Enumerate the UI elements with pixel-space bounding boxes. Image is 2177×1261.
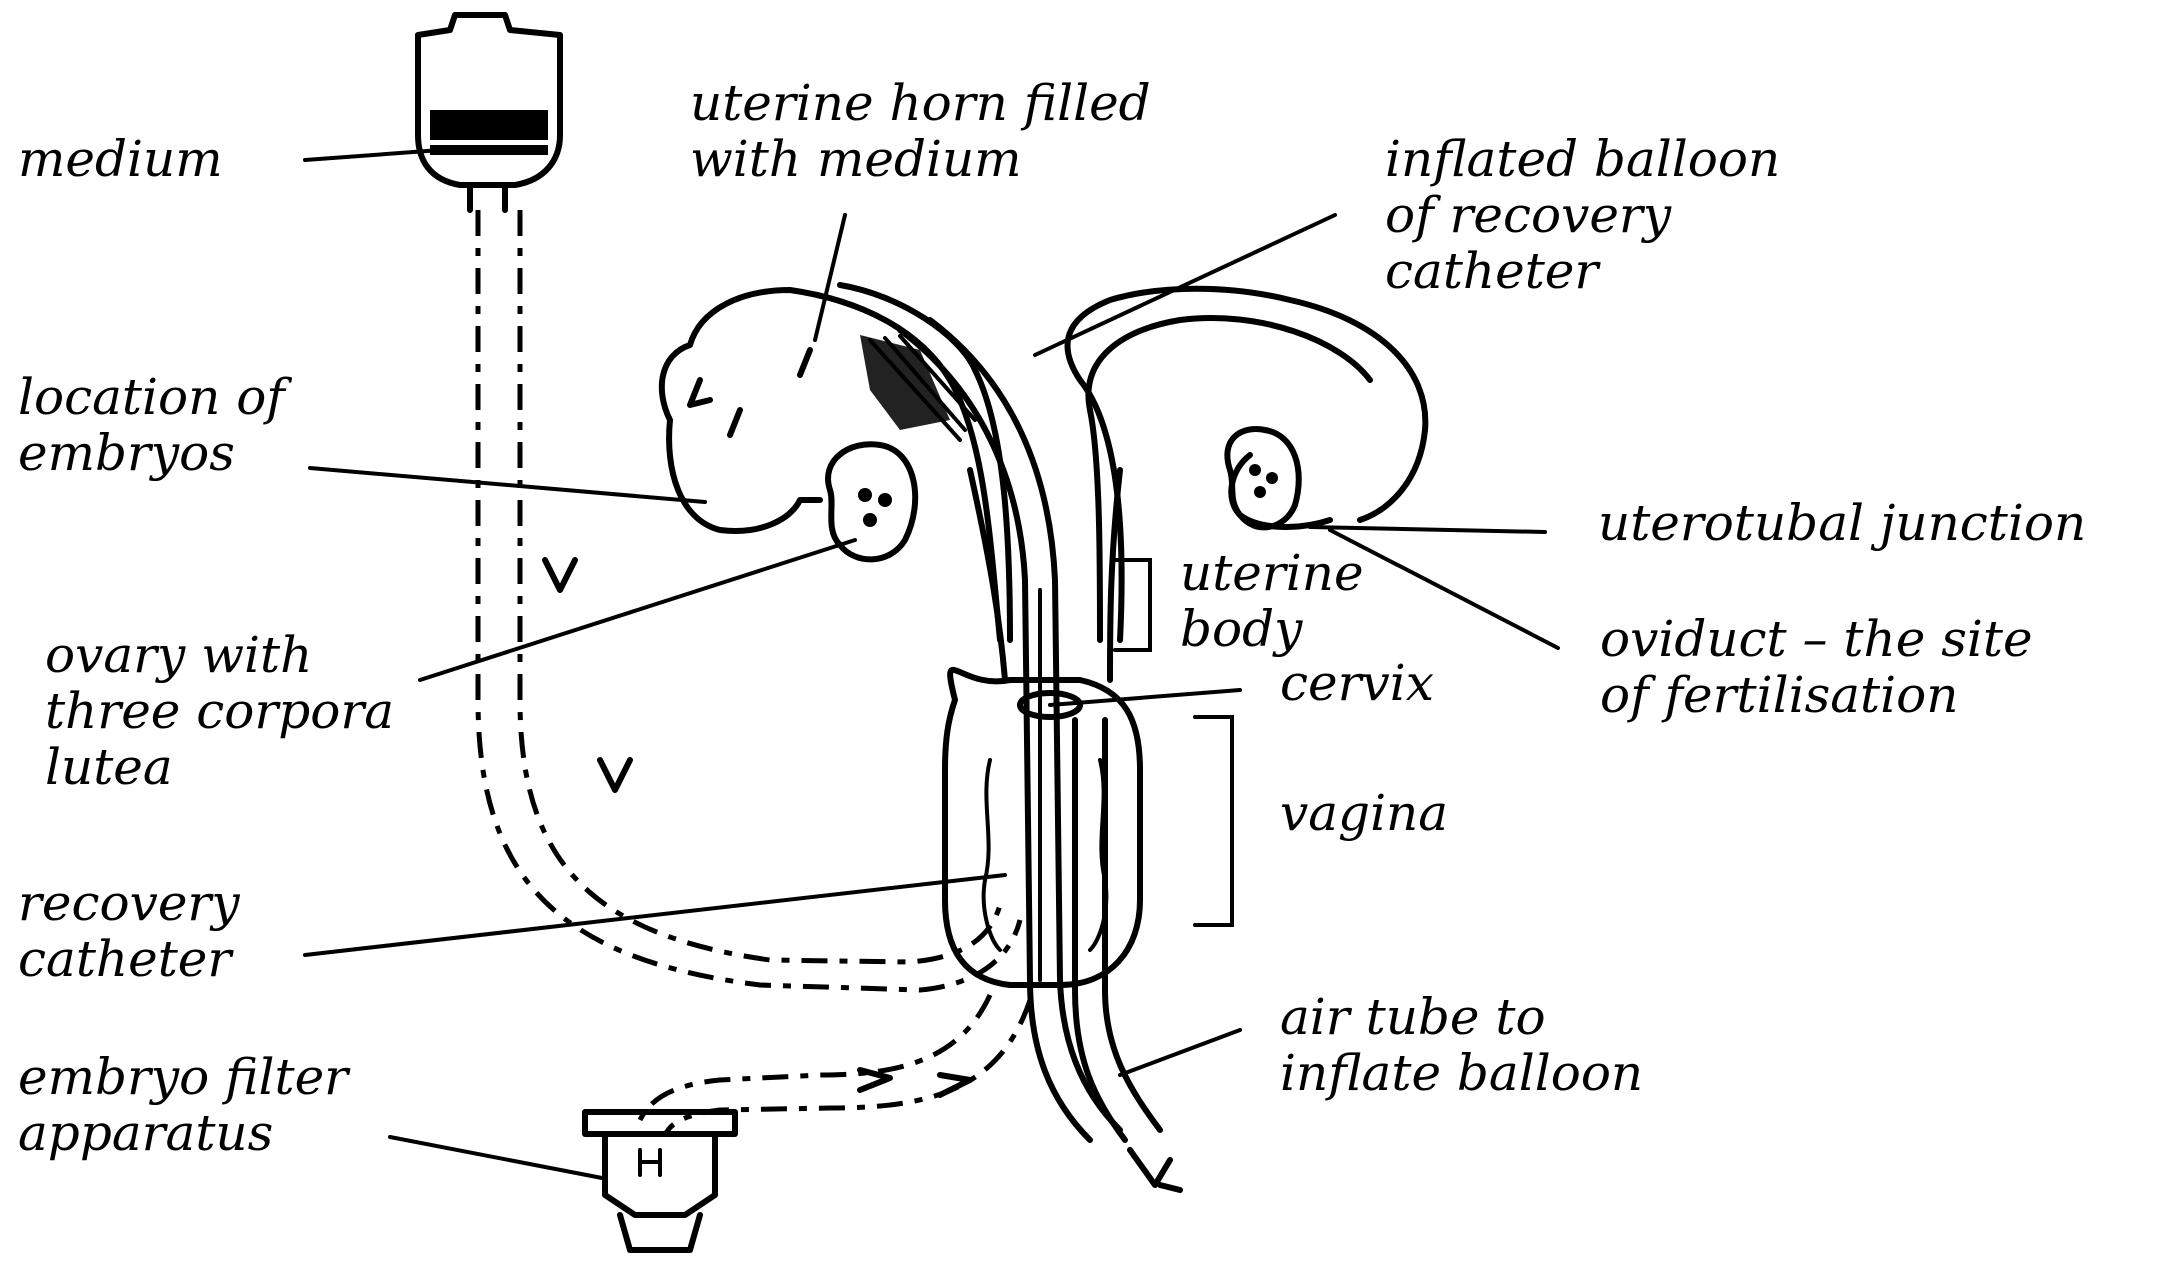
label-oviduct-line1: oviduct – the site — [1600, 610, 2033, 668]
label-cervix: cervix — [1280, 654, 1434, 712]
label-ovary-line1: ovary with — [45, 626, 312, 684]
label-uterine-body-line1: uterine — [1180, 544, 1364, 602]
label-ovary-line3: lutea — [45, 738, 173, 796]
label-uterine-body-line2: body — [1180, 600, 1303, 658]
left-ovary — [828, 444, 915, 559]
label-filter-line1: embryo filter — [18, 1048, 351, 1106]
uterus — [662, 285, 1426, 680]
label-location-line2: embryos — [18, 424, 235, 482]
label-uterine-horn-line1: uterine horn filled — [690, 74, 1151, 132]
right-ovary — [1227, 429, 1298, 527]
label-uterotubal-junction: uterotubal junction — [1598, 494, 2086, 552]
label-filter-line2: apparatus — [18, 1104, 273, 1162]
label-balloon-line1: inflated balloon — [1385, 130, 1780, 188]
label-recovery-catheter-line1: recovery — [18, 874, 240, 932]
label-ovary-line2: three corpora — [45, 682, 394, 740]
recovery-catheter-tube — [900, 320, 1120, 1140]
label-location-line1: location of — [18, 368, 292, 426]
label-air-tube-line2: inflate balloon — [1280, 1044, 1643, 1102]
vagina-cervix — [945, 670, 1140, 985]
vagina-bracket — [1195, 717, 1232, 925]
label-medium: medium — [18, 130, 223, 188]
label-balloon-line3: catheter — [1385, 242, 1601, 300]
medium-bag — [418, 15, 560, 210]
labels: medium uterine horn filled with medium i… — [18, 74, 2086, 1162]
label-oviduct-line2: of fertilisation — [1600, 666, 1958, 724]
label-air-tube-line1: air tube to — [1280, 988, 1546, 1046]
embryo-filter — [585, 1112, 735, 1250]
label-recovery-catheter-line2: catheter — [18, 930, 234, 988]
label-vagina: vagina — [1280, 784, 1448, 842]
label-balloon-line2: of recovery — [1385, 186, 1672, 244]
label-uterine-horn-line2: with medium — [690, 130, 1022, 188]
